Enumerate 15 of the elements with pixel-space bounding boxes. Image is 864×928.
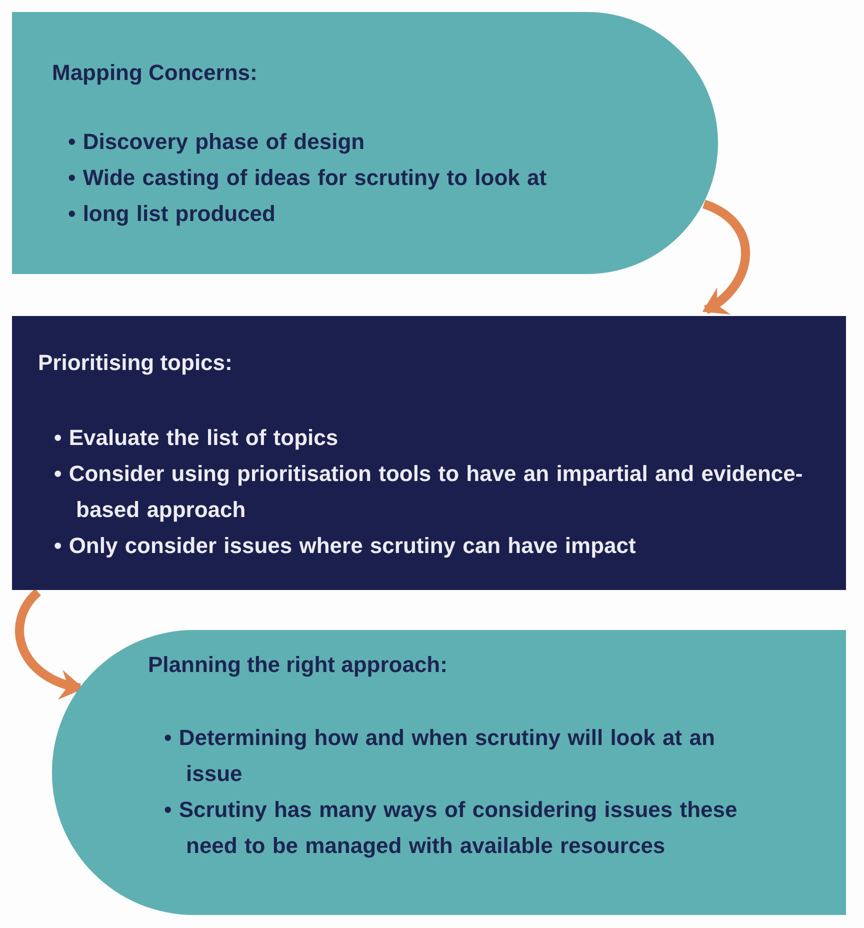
box-heading: Prioritising topics: [38, 350, 232, 376]
bullet-item: • long list produced [68, 200, 276, 228]
bullet-item: • Discovery phase of design [68, 128, 366, 156]
bullet-item: • Wide casting of ideas for scrutiny to look at [68, 164, 548, 192]
bullet-item: • Determining how and when scrutiny will look at an issue [164, 724, 716, 788]
bullet-item: • Consider using prioritisation tools to have an impartial and evidence-based approach [54, 460, 804, 524]
box-heading: Mapping Concerns: [52, 60, 258, 86]
box-heading: Planning the right approach: [148, 652, 448, 678]
process-box [12, 316, 846, 590]
curved-arrow [702, 200, 750, 314]
bullet-item: • Scrutiny has many ways of considering issues these need to be managed with available resources [164, 796, 738, 860]
bullet-item: • Evaluate the list of topics [54, 424, 340, 452]
rounded-process-box [12, 12, 718, 274]
bullet-item: • Only consider issues where scrutiny can have impact [54, 532, 637, 560]
rounded-process-box [52, 630, 846, 915]
